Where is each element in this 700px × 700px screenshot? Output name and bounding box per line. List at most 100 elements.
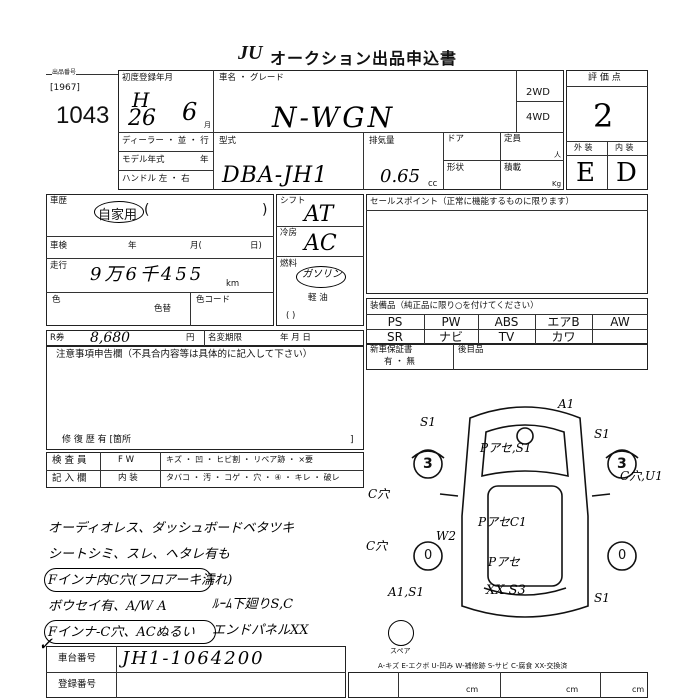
shape-label: 形状: [447, 163, 465, 173]
divider: [118, 151, 213, 152]
displacement-unit: cc: [428, 179, 438, 189]
displacement-label: 排気量: [369, 136, 395, 146]
equip-leather: カワ: [551, 330, 576, 344]
repair-close: ]: [350, 435, 354, 445]
spare-tire-icon: [388, 620, 414, 646]
equip-abs: ABS: [494, 315, 519, 329]
equipment-label: 装備品（純正品に限り○を付けてください）: [370, 301, 539, 311]
capacity-label: 定員: [504, 134, 522, 144]
first-reg-month: 6: [182, 98, 198, 126]
fuel-circle: [296, 266, 346, 288]
divider: [366, 329, 648, 330]
dim-unit-3: cm: [632, 685, 645, 694]
divider: [592, 314, 593, 344]
notes-label: 注意事項申告欄（不具合内容等は具体的に記入して下さい）: [56, 349, 313, 360]
fuel-label: 燃料: [280, 259, 298, 269]
divider: [276, 256, 364, 257]
inspector-interior: 内 装: [118, 473, 138, 483]
diagram-tire-fr: 3: [617, 456, 627, 472]
color-code-label: 色コード: [196, 295, 231, 305]
mileage-unit: km: [226, 279, 240, 289]
rating-label: 評 価 点: [588, 73, 621, 83]
ac-value: AC: [304, 231, 337, 256]
title-change-label: 名変期限: [208, 333, 243, 343]
fuel-alt: 軽 油: [308, 293, 328, 303]
lot-corner-label: 出品番号: [52, 69, 77, 76]
history-paren-close: ): [262, 202, 268, 218]
displacement-value: 0.65: [380, 166, 421, 187]
divider: [600, 672, 601, 698]
r-ticket-label: R券: [50, 333, 65, 343]
note-line-2: シートシミ、スレ、ヘタレ有も: [48, 547, 231, 562]
divider: [118, 170, 213, 171]
divider: [366, 210, 648, 211]
vehicle-info-box: [118, 70, 564, 190]
warranty-label: 新車保証書: [370, 345, 413, 355]
note-circle-3: [44, 568, 212, 592]
color-change-label: 色替: [154, 304, 172, 314]
divider: [478, 314, 479, 344]
shift-box: [276, 194, 364, 326]
ext-value: E: [576, 158, 595, 188]
note-line-4: ボウセイ有、A/W A: [48, 599, 167, 614]
warranty-box: [366, 344, 648, 370]
divider: [363, 132, 364, 190]
first-reg-era: H: [132, 88, 150, 112]
ext-label: 外 装: [574, 143, 593, 152]
model-year-unit: 年: [200, 155, 209, 165]
page-title: オークション出品申込書: [270, 49, 458, 68]
damage-legend: A-キズ E-エクボ U-凹み W-補修跡 S-サビ C-腐食 XX-交換済: [378, 662, 568, 670]
inspector-label-1: 検 査 員: [52, 455, 87, 466]
r-ticket-unit: 円: [186, 333, 195, 343]
divider: [500, 132, 501, 190]
capacity-unit: 人: [554, 151, 561, 159]
model-label: 型式: [219, 136, 237, 146]
shift-value: AT: [304, 202, 334, 227]
divider: [46, 258, 274, 259]
drive-2wd: 2WD: [526, 87, 550, 98]
warranty-opt: 有 ・ 無: [384, 357, 415, 367]
divider: [118, 132, 564, 133]
equip-airbag: エアB: [547, 315, 580, 329]
rating-value: 2: [593, 97, 614, 135]
car-name-label: 車名 ・ グレード: [219, 73, 284, 83]
divider: [443, 160, 564, 161]
month-unit: 月: [204, 121, 211, 129]
inspection-label: 車検: [50, 241, 68, 251]
diagram-tire-rl: 0: [424, 548, 433, 563]
color-label: 色: [52, 295, 61, 305]
first-reg-label: 初度登録年月: [122, 73, 174, 83]
dim-unit-2: cm: [566, 685, 579, 694]
history-label: 車歴: [50, 196, 68, 206]
equip-pw: PW: [441, 315, 461, 329]
diagram-rear: Pアセ: [488, 555, 520, 569]
lot-number: 1043: [56, 102, 110, 129]
r-ticket-value: 8,680: [90, 330, 131, 346]
diagram-s1-tr: S1: [594, 427, 610, 441]
diagram-s1-br: S1: [594, 591, 610, 605]
divider: [213, 70, 214, 190]
fuel-value: ガソリン: [302, 269, 342, 280]
mileage-value: 9万6千455: [90, 264, 205, 285]
divider: [46, 672, 346, 673]
ac-label: 冷房: [280, 228, 298, 238]
diagram-a1s1: A1,S1: [388, 585, 424, 599]
load-label: 積載: [504, 163, 522, 173]
divider: [366, 314, 648, 315]
model-year-label: モデル年式: [122, 155, 165, 165]
divider: [453, 344, 454, 370]
sales-point-label: セールスポイント（正常に機能するものに限ります）: [370, 197, 575, 207]
chassis-label: 車台番号: [58, 653, 97, 664]
divider: [46, 470, 364, 471]
sales-point-box: [366, 194, 648, 294]
equipment-box: [366, 298, 648, 344]
inspection-day-unit: 日): [250, 241, 262, 251]
note-line-5: Fインナ-C穴、ACぬるい: [48, 625, 195, 640]
dims-box: [348, 672, 648, 698]
center-note-1: ﾙｰﾑ下廻りS,C: [212, 597, 294, 612]
diagram-w2: W2: [436, 529, 456, 543]
equip-tv: TV: [498, 330, 515, 344]
warranty-sub-label: 後目品: [458, 345, 484, 355]
spare-label: スペア: [390, 647, 411, 655]
diagram-a1: A1: [558, 397, 575, 411]
